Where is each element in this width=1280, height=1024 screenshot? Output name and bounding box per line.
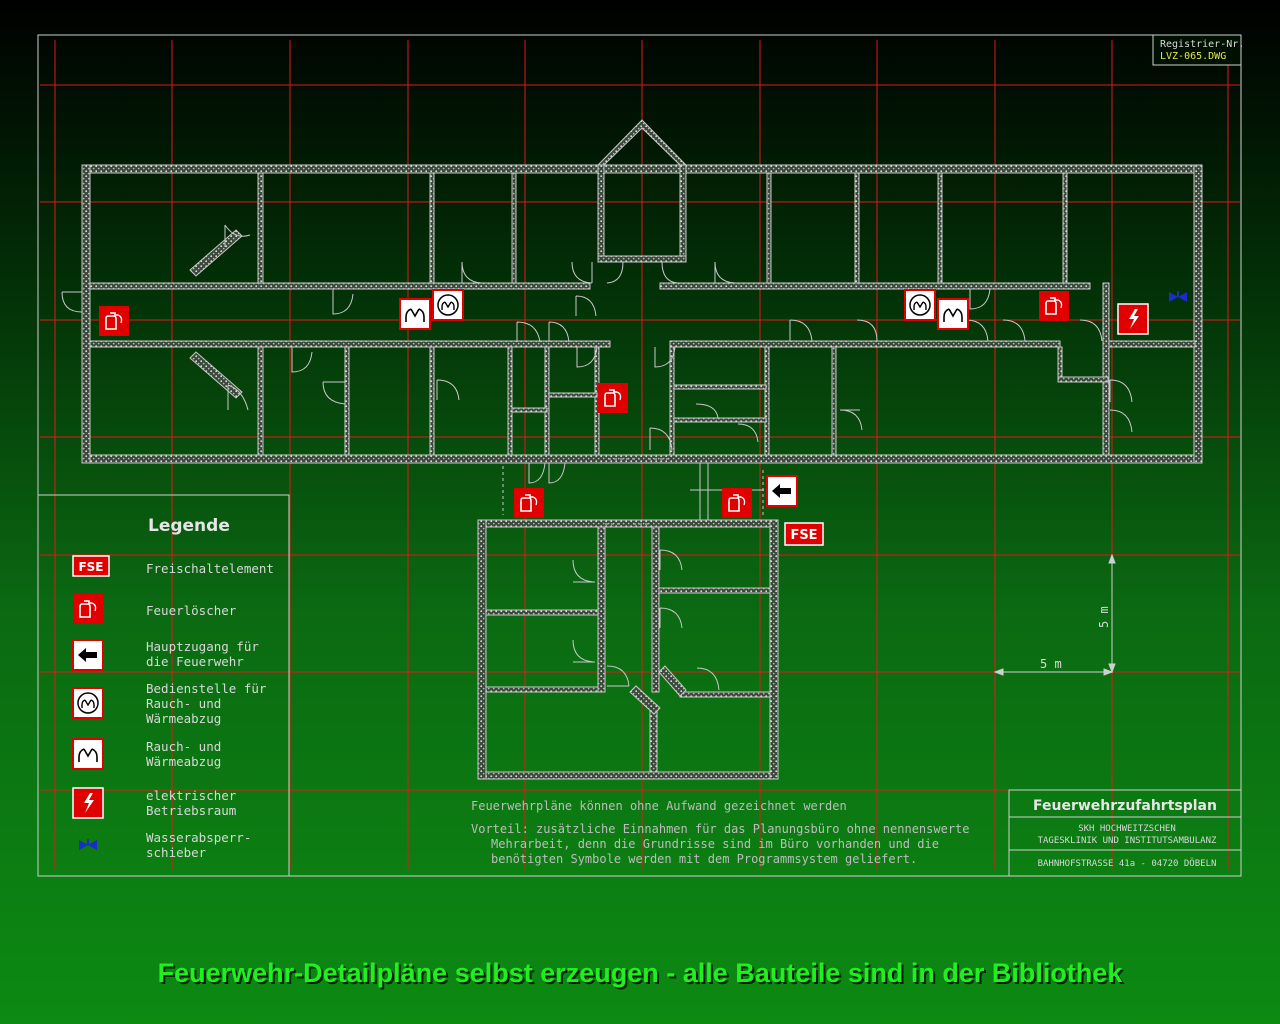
legend-item-smoke-control-station: Bedienstelle für Rauch- und Wärmeabzug xyxy=(72,681,267,726)
svg-text:schieber: schieber xyxy=(146,845,207,860)
svg-text:Bedienstelle für: Bedienstelle für xyxy=(146,681,267,696)
svg-text:FSE: FSE xyxy=(78,560,103,574)
electrical-room-icon xyxy=(1117,303,1149,335)
note-line-1: Feuerwehrpläne können ohne Aufwand gezei… xyxy=(471,799,847,813)
fire-extinguisher-icon xyxy=(513,487,545,519)
smoke-control-station-icon xyxy=(432,289,464,321)
legend-item-water-shutoff-valve: Wasserabsperr- schieber xyxy=(78,830,251,860)
svg-text:Freischaltelement: Freischaltelement xyxy=(146,561,274,576)
svg-text:Wärmeabzug: Wärmeabzug xyxy=(146,754,221,769)
note-line-3: Mehrarbeit, denn die Grundrisse sind im … xyxy=(491,837,939,851)
window-marks xyxy=(502,458,764,525)
water-shutoff-valve-icon xyxy=(78,838,98,851)
legend-item-smoke-heat-vent: Rauch- und Wärmeabzug xyxy=(72,738,221,770)
title-block-title: Feuerwehrzufahrtsplan xyxy=(1033,798,1217,814)
scale-vertical-label: 5 m xyxy=(1097,606,1111,628)
legend-item-main-entrance: Hauptzugang für die Feuerwehr xyxy=(72,639,259,671)
notes: Feuerwehrpläne können ohne Aufwand gezei… xyxy=(471,799,970,866)
title-block-address: BAHNHOFSTRASSE 41a - 04720 DÖBELN xyxy=(1038,858,1217,869)
legend: Legende FSE Freischaltelement Feuerlösch… xyxy=(37,494,290,877)
electrical-room-icon xyxy=(72,787,104,819)
svg-text:Feuerlöscher: Feuerlöscher xyxy=(146,603,237,618)
svg-text:die Feuerwehr: die Feuerwehr xyxy=(146,654,244,669)
fire-extinguisher-icon xyxy=(597,382,629,414)
svg-text:Wärmeabzug: Wärmeabzug xyxy=(146,711,221,726)
fire-extinguisher-icon xyxy=(98,305,130,337)
svg-text:elektrischer: elektrischer xyxy=(146,788,237,803)
scale-horizontal-label: 5 m xyxy=(1040,657,1062,671)
note-line-2: Vorteil: zusätzliche Einnahmen für das P… xyxy=(471,822,970,836)
fse-icon xyxy=(72,555,110,577)
svg-text:Rauch- und: Rauch- und xyxy=(146,739,221,754)
svg-text:FSE: FSE xyxy=(790,528,817,543)
drawing-frame xyxy=(37,34,1242,877)
door-swings xyxy=(61,224,1133,691)
svg-text:Rauch- und: Rauch- und xyxy=(146,696,221,711)
legend-item-fse: FSE Freischaltelement xyxy=(72,555,274,577)
title-block-org-1: SKH HOCHWEITZSCHEN xyxy=(1078,824,1176,834)
smoke-heat-vent-icon xyxy=(399,298,431,330)
fire-extinguisher-icon xyxy=(72,593,104,625)
svg-text:Hauptzugang für: Hauptzugang für xyxy=(146,639,259,654)
title-block: Feuerwehrzufahrtsplan SKH HOCHWEITZSCHEN… xyxy=(1008,789,1242,877)
fire-extinguisher-icon xyxy=(1038,290,1070,322)
fire-extinguisher-icon xyxy=(721,487,753,519)
svg-text:Betriebsraum: Betriebsraum xyxy=(146,803,236,818)
building-walls xyxy=(81,119,1203,780)
plan-symbols: FSE xyxy=(98,289,1188,546)
smoke-control-station-icon xyxy=(904,289,936,321)
legend-item-fire-extinguisher: Feuerlöscher xyxy=(72,593,237,625)
registration-number: LVZ-065.DWG xyxy=(1160,51,1226,62)
water-shutoff-valve-icon xyxy=(1168,290,1188,303)
registration-label: Registrier-Nr. xyxy=(1160,39,1244,50)
svg-text:Wasserabsperr-: Wasserabsperr- xyxy=(146,830,251,845)
smoke-heat-vent-icon xyxy=(937,298,969,330)
registration-box: Registrier-Nr. LVZ-065.DWG xyxy=(1152,34,1244,66)
smoke-heat-vent-icon xyxy=(72,738,104,770)
legend-title: Legende xyxy=(148,516,230,536)
note-line-4: benötigten Symbole werden mit dem Progra… xyxy=(491,852,917,866)
main-entrance-arrow-icon xyxy=(766,475,798,507)
title-block-org-2: TAGESKLINIK UND INSTITUTSAMBULANZ xyxy=(1038,836,1217,846)
scale-markers: 5 m 5 m xyxy=(993,553,1116,676)
fse-icon: FSE xyxy=(784,522,824,546)
legend-item-electrical-room: elektrischer Betriebsraum xyxy=(72,787,237,819)
smoke-control-station-icon xyxy=(72,687,104,719)
promo-caption: Feuerwehr-Detailpläne selbst erzeugen - … xyxy=(157,958,1123,988)
main-entrance-arrow-icon xyxy=(72,639,104,671)
